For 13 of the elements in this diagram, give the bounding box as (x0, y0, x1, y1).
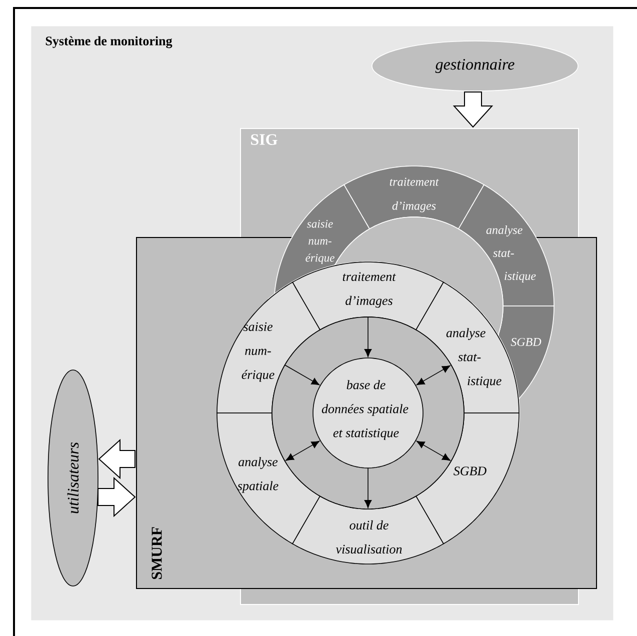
arrow (416, 365, 450, 386)
arrow (364, 316, 372, 357)
block-arrow (452, 92, 494, 128)
wheel-segment: analyse stat- istique (458, 184, 554, 306)
arrow (286, 440, 320, 461)
block-arrow (98, 476, 136, 518)
arrow (364, 468, 372, 508)
wheel-segment: SGBD (415, 412, 520, 544)
wheel-segment: analyse spatiale (216, 412, 321, 544)
block-arrow (98, 438, 136, 480)
arrow (416, 440, 450, 461)
wheel-segment: saisie num- érique (216, 282, 321, 414)
arrow (284, 364, 320, 386)
